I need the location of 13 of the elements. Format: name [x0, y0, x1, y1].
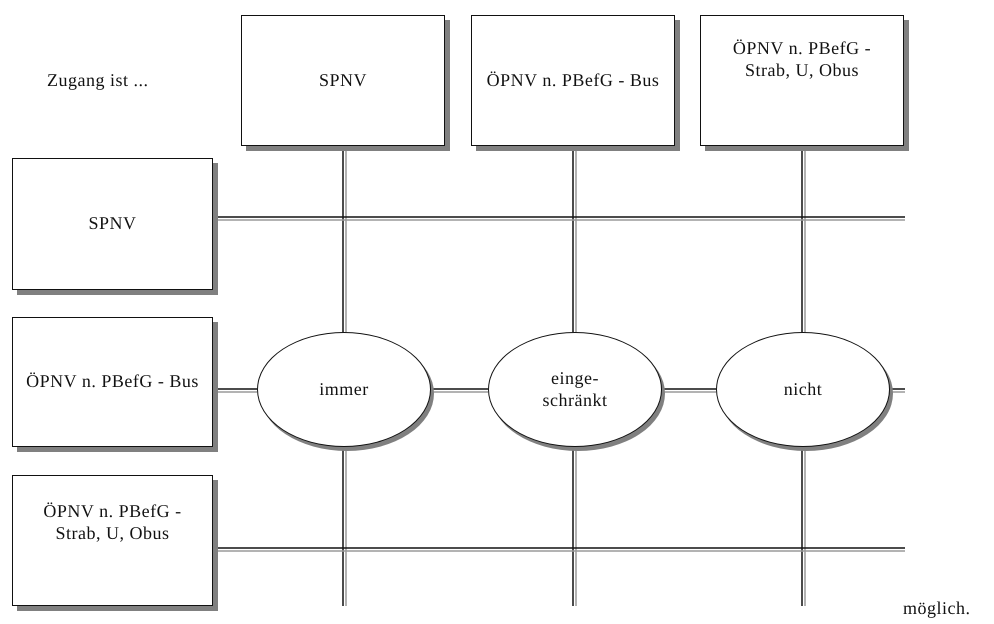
box-label: SPNV [88, 213, 137, 235]
note-text: möglich. [903, 598, 970, 619]
double-line-connector [431, 388, 488, 390]
box-label: immer [319, 378, 369, 400]
box-label: SPNV [318, 70, 368, 92]
box-label: ÖPNV n. PBefG - Bus [26, 371, 199, 393]
box-label: ÖPNV n. PBefG - Bus [486, 70, 660, 92]
note-text: Zugang ist ... [47, 70, 148, 91]
box-label: einge- schränkt [542, 368, 608, 412]
box-label: ÖPNV n. PBefG - Strab, U, Obus [42, 501, 183, 544]
double-line-connector [662, 388, 716, 390]
box-label: nicht [784, 378, 822, 400]
box-label: ÖPNV n. PBefG - Strab, U, Obus [732, 38, 872, 82]
